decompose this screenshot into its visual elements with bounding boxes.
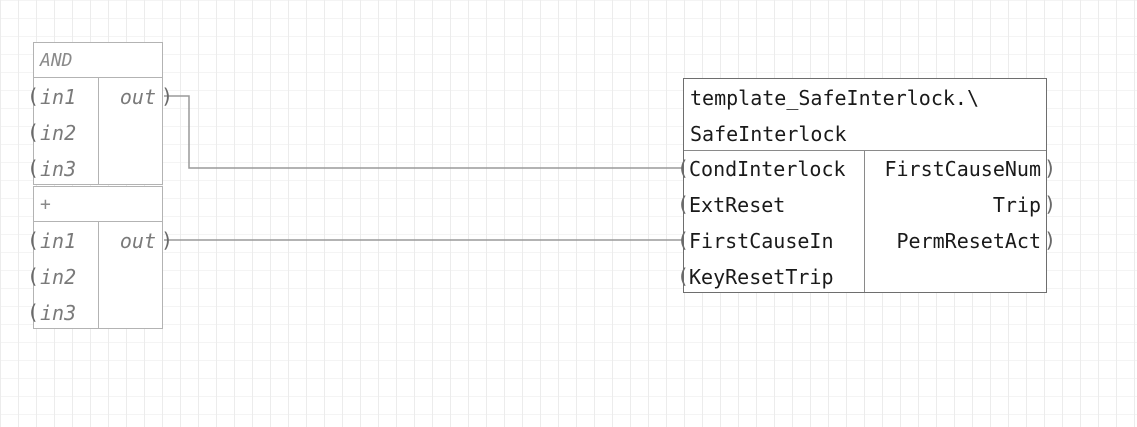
plus-block-title: + [40, 194, 51, 215]
extreset-connector: ( [677, 192, 690, 216]
input-firstcausein[interactable]: FirstCauseIn [689, 229, 834, 253]
plus-in3-connector: ( [27, 300, 40, 324]
and-input-in3[interactable]: in3 [40, 157, 77, 181]
safeinterlock-block[interactable]: template_SafeInterlock.\ SafeInterlock C… [683, 78, 1047, 293]
and-input-in2[interactable]: in2 [40, 121, 77, 145]
and-in1-connector: ( [27, 84, 40, 108]
plus-input-in1[interactable]: in1 [40, 229, 77, 253]
plus-input-in2[interactable]: in2 [40, 265, 77, 289]
and-block[interactable]: AND in1 in2 in3 out [33, 42, 163, 185]
plus-in2-connector: ( [27, 264, 40, 288]
keyresettrip-connector: ( [677, 264, 690, 288]
firstcausein-connector: ( [677, 228, 690, 252]
wire-and-out-to-condinterlock[interactable] [164, 95, 683, 169]
and-in2-connector: ( [27, 120, 40, 144]
input-extreset[interactable]: ExtReset [689, 193, 786, 217]
and-input-in1[interactable]: in1 [40, 85, 77, 109]
plus-output-out[interactable]: out [119, 229, 156, 253]
output-trip[interactable]: Trip [992, 193, 1041, 217]
safeinterlock-title-line2: SafeInterlock [690, 122, 847, 146]
permresetact-connector: ) [1044, 228, 1057, 252]
output-permresetact[interactable]: PermResetAct [896, 229, 1042, 253]
and-output-out[interactable]: out [119, 85, 156, 109]
plus-in1-connector: ( [27, 228, 40, 252]
firstcausenum-connector: ) [1044, 156, 1057, 180]
output-firstcausenum[interactable]: FirstCauseNum [884, 157, 1041, 181]
and-in3-connector: ( [27, 156, 40, 180]
plus-block[interactable]: + in1 in2 in3 out [33, 186, 163, 329]
and-block-title: AND [40, 50, 73, 71]
input-keyresettrip[interactable]: KeyResetTrip [689, 265, 834, 289]
plus-out-connector: ) [161, 228, 174, 252]
condinterlock-connector: ( [677, 156, 690, 180]
input-condinterlock[interactable]: CondInterlock [689, 157, 846, 181]
and-out-connector: ) [161, 84, 174, 108]
trip-connector: ) [1044, 192, 1057, 216]
plus-input-in3[interactable]: in3 [40, 301, 77, 325]
safeinterlock-title-line1: template_SafeInterlock.\ [690, 86, 979, 110]
